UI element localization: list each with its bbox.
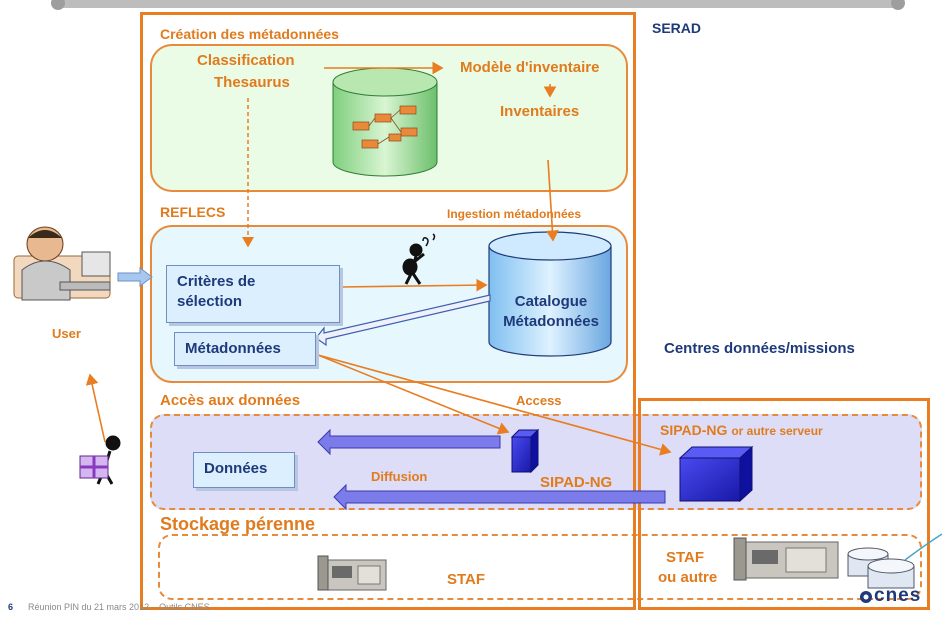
diffusion-label: Diffusion — [371, 469, 428, 484]
serad-frame — [140, 12, 636, 610]
staf-autre-label: STAF ou autre — [658, 548, 717, 588]
reflecs-title: REFLECS — [160, 204, 226, 220]
criteres-document: Critères de sélection — [166, 265, 340, 323]
storage-disks-icon — [847, 547, 915, 589]
criteres-line1: Critères de — [177, 273, 256, 290]
thesaurus-database-icon — [332, 67, 438, 177]
staf-server-icon — [317, 555, 387, 591]
cnes-logo-icon — [860, 591, 872, 603]
creation-title: Création des métadonnées — [160, 26, 339, 42]
catalogue-label: Catalogue Métadonnées — [493, 292, 609, 332]
metadonnees-document: Métadonnées — [174, 332, 316, 366]
sipad-other-label: or autre serveur — [731, 424, 823, 438]
catalogue-line2: Métadonnées — [503, 313, 599, 330]
user-input-arrow — [117, 267, 153, 287]
sipad-cube-large-icon — [678, 445, 754, 503]
diffusion-arrow-bottom — [333, 483, 666, 511]
staf-autre-server-icon — [733, 537, 839, 581]
catalogue-line1: Catalogue — [514, 293, 588, 310]
centres-label: Centres données/missions — [664, 340, 855, 357]
sipad-main-label: SIPAD-NG — [660, 422, 728, 438]
ingestion-label: Ingestion métadonnées — [447, 207, 582, 221]
criteres-line2: sélection — [177, 293, 243, 310]
figure-with-package-icon — [79, 435, 121, 485]
metadata-return-arrow — [315, 294, 491, 347]
catalogue-database-icon — [488, 231, 612, 357]
acces-title: Accès aux données — [160, 392, 301, 409]
link-line — [904, 533, 942, 561]
staf-autre-line1: STAF — [666, 549, 705, 566]
serad-label: SERAD — [652, 20, 702, 36]
stockage-title: Stockage pérenne — [160, 514, 316, 534]
thesaurus-label: Thesaurus — [214, 74, 290, 91]
sipad-ng-label: SIPAD-NG — [540, 474, 613, 491]
top-decoration-bar — [51, 0, 905, 10]
staf-autre-line2: ou autre — [658, 569, 718, 586]
staf-label: STAF — [447, 571, 486, 588]
donnees-label: Données — [204, 460, 268, 477]
sipad-cube-small-icon — [510, 428, 540, 474]
modele-label: Modèle d'inventaire — [460, 59, 600, 76]
footer-text: Réunion PIN du 21 mars 2012 – Outils CNE… — [28, 602, 210, 612]
sipad-server-label: SIPAD-NG or autre serveur — [660, 422, 823, 438]
classification-label: Classification — [197, 52, 295, 69]
user-label: User — [52, 326, 81, 341]
metadonnees-label: Métadonnées — [185, 340, 281, 357]
page-number: 6 — [8, 602, 14, 612]
access-label: Access — [516, 393, 562, 408]
thinking-figure-icon — [402, 233, 436, 285]
inventaires-label: Inventaires — [500, 103, 580, 120]
donnees-document: Données — [193, 452, 295, 488]
user-at-computer-icon — [13, 226, 111, 301]
centres-frame — [638, 398, 930, 610]
diffusion-arrow-top — [317, 428, 501, 456]
cnes-logo-text: cnes — [874, 585, 922, 606]
